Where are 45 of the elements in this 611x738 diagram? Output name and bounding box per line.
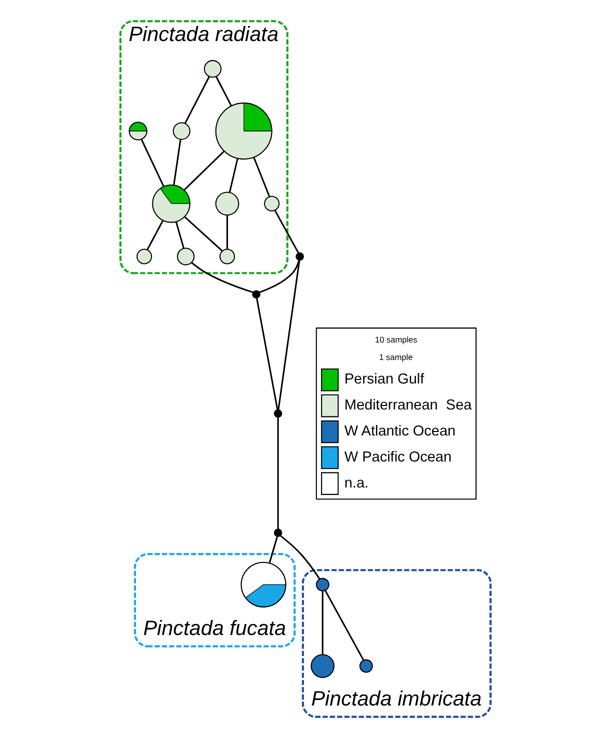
connector: [274, 210, 300, 254]
node-circle: [219, 248, 235, 264]
node-circle: [215, 192, 240, 216]
connector: [173, 139, 182, 186]
label: 1 sample: [379, 352, 413, 362]
node-circle: [274, 528, 282, 537]
cluster: Pinctada radiata: [119, 20, 288, 274]
legend-label: Mediterranean Sea: [344, 398, 472, 414]
node-circle: [316, 578, 330, 592]
node-circle: [176, 248, 195, 266]
node-circle: [274, 409, 282, 418]
connector: [184, 216, 223, 252]
connector: [216, 76, 232, 106]
node-circle: [310, 654, 335, 678]
legend-label: Persian Gulf: [344, 372, 424, 388]
connector: [140, 139, 164, 187]
connector: [226, 215, 228, 250]
connector: [184, 150, 225, 190]
node-circle: [172, 122, 190, 140]
node-circle: [264, 196, 280, 212]
legend-label: W Atlantic Ocean: [344, 424, 456, 440]
connector: [146, 220, 164, 250]
node-circle: [204, 60, 222, 78]
connector: [175, 222, 184, 248]
node-circle: [252, 290, 260, 298]
cluster: Pinctada fucata: [134, 553, 296, 648]
legend-label: W Pacific Ocean: [344, 449, 452, 466]
connector: [280, 535, 320, 580]
connector: [228, 158, 238, 192]
connector: [324, 590, 364, 660]
connector: [256, 298, 278, 410]
connector: [322, 590, 324, 655]
connector: [191, 262, 254, 294]
legend-label: n.a.: [344, 475, 369, 492]
connector: [277, 418, 279, 529]
label: 10 samples: [374, 334, 418, 344]
node-circle: [359, 659, 373, 673]
connector: [184, 76, 210, 124]
cluster: Pinctada imbricata: [302, 569, 492, 718]
node-circle: [136, 248, 152, 264]
connector: [268, 536, 278, 564]
connector: [253, 157, 270, 197]
connector: [278, 260, 300, 410]
node-circle: [296, 252, 304, 261]
connector: [259, 260, 300, 294]
